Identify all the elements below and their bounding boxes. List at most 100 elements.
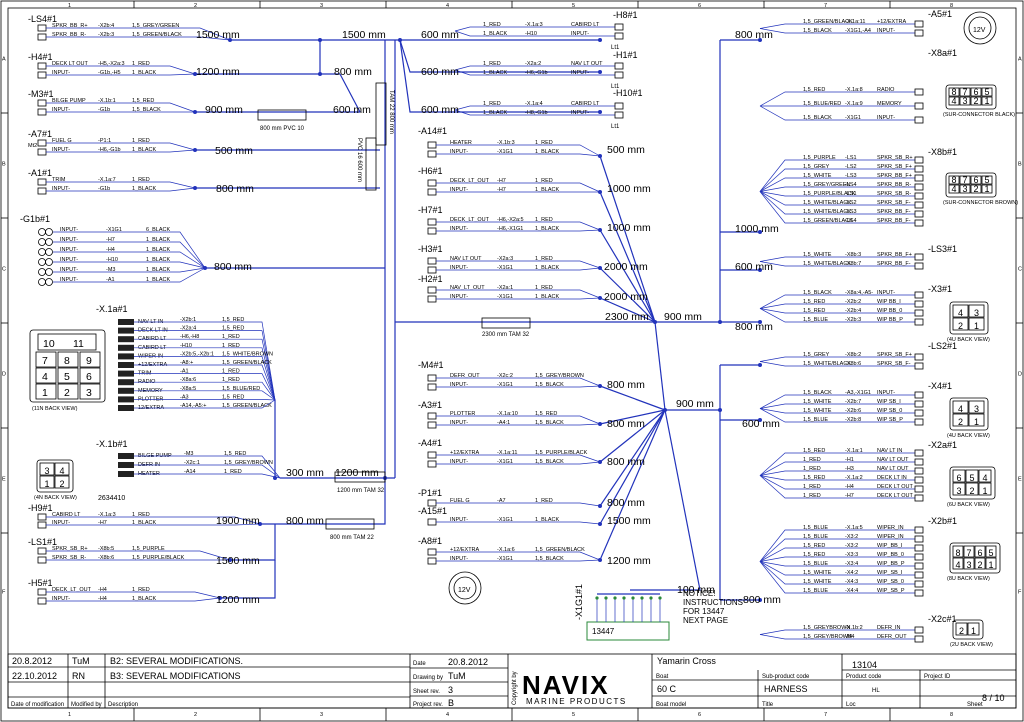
connector-cell xyxy=(965,469,979,483)
pin-code: -X4:4 xyxy=(845,588,858,594)
svg-text:Sheet: Sheet xyxy=(967,702,983,708)
connector-cell-number: 1 xyxy=(985,96,990,106)
pin-code: -A1 xyxy=(180,369,189,375)
pin-label: CABIRD LT xyxy=(571,101,600,107)
pin-code: -LS2 xyxy=(845,164,857,170)
trunk-segment xyxy=(599,267,656,323)
pin-code: -X8a:6 xyxy=(180,377,196,383)
svg-text:Description: Description xyxy=(108,702,138,708)
wire-color: 1_BLACK xyxy=(483,110,507,116)
pin-code: -X2b:8 xyxy=(845,417,861,423)
pin-label: +12/EXTRA xyxy=(877,19,907,25)
pin-label: SPKR_BB_R- xyxy=(52,32,86,38)
pin-label: SPKR_BB_F+ xyxy=(877,173,912,179)
svg-text:5: 5 xyxy=(64,371,70,383)
pin-code: -H4 xyxy=(98,596,107,602)
pin-terminal xyxy=(118,353,134,360)
pin-label: DECK LT OUT xyxy=(877,484,913,490)
socket-12v-icon: 12V xyxy=(448,571,482,605)
trunk-segment xyxy=(399,39,600,73)
connector-note: (SUR-CONNECTOR BROWN) xyxy=(943,200,1018,206)
pin-terminal xyxy=(914,201,924,209)
trunk-segment xyxy=(599,409,666,463)
pin-terminal xyxy=(914,318,924,326)
pin-label: SPKR_BB_R+ xyxy=(52,23,88,29)
wire-color: 1_RED xyxy=(535,285,553,291)
wire-color: 1_RED xyxy=(803,493,821,499)
length-label: 1200 mm xyxy=(196,66,240,78)
wire-color: 1,5_WHITE/BLACK xyxy=(803,261,851,267)
length-label: 800 mm xyxy=(334,66,372,78)
pin-label: WIPER_IN xyxy=(877,534,904,540)
lamp-type: Lt1 xyxy=(611,124,620,130)
pin-terminal xyxy=(914,183,924,191)
pin-label: INPUT- xyxy=(450,187,468,193)
pin-terminal xyxy=(37,547,47,555)
pin-code: -M4 xyxy=(845,634,854,640)
pin-label: INPUT- xyxy=(52,596,70,602)
svg-text:Sheet rev.: Sheet rev. xyxy=(413,689,440,695)
sleeve-tam22-vertical: TAM 22 800 mm xyxy=(375,82,394,146)
length-label: 600 mm xyxy=(421,66,459,78)
wire-color: 6_BLACK xyxy=(146,227,170,233)
pin-code: -X1G1 xyxy=(497,459,513,465)
svg-text:8: 8 xyxy=(64,355,70,367)
connector-face xyxy=(945,172,997,198)
connector-face xyxy=(949,542,1001,574)
component-ref: -X8a#1 xyxy=(928,48,957,58)
pin-label: DEFR_IN xyxy=(877,625,901,631)
pin-code: -LS1 xyxy=(845,191,857,197)
connector-cell-number: 1 xyxy=(974,321,979,331)
length-label: 600 mm xyxy=(742,418,780,430)
connector-cell xyxy=(968,317,985,331)
splice-node xyxy=(758,363,762,367)
wire-color: 1_BLACK xyxy=(483,31,507,37)
connector-cell xyxy=(974,545,986,558)
pin-code: -A7 xyxy=(497,498,506,504)
connector-cell xyxy=(967,622,980,636)
pin-terminal xyxy=(37,521,47,529)
length-label: 800 mm xyxy=(607,497,645,509)
pin-code: -H6,-X1G1 xyxy=(497,226,523,232)
component-ref: -H9#1 xyxy=(28,503,53,513)
component-ref: -X3#1 xyxy=(928,284,952,294)
col-marker: 2 xyxy=(194,712,197,718)
pin-label: INPUT- xyxy=(60,227,78,233)
pin-label: CABIRD LT xyxy=(52,512,81,518)
connector-face xyxy=(949,466,996,500)
pin-code: -X1G1 xyxy=(497,382,513,388)
ground-block-x1g1: 13447 -X1G1#1 xyxy=(574,584,670,641)
pin-label: FUEL G xyxy=(52,138,72,144)
pin-label: NAV LT OUT xyxy=(877,466,909,472)
component-ref: -M4#1 xyxy=(418,360,444,370)
component-ref: -H6#1 xyxy=(418,166,443,176)
col-marker: 3 xyxy=(320,712,323,718)
wire-color: 1,5_GREEN/BLACK xyxy=(222,360,272,366)
svg-text:Sub-product code: Sub-product code xyxy=(762,674,810,680)
pin-label: INPUT- xyxy=(52,520,70,526)
pin-code: -X.1a:2 xyxy=(845,475,863,481)
pin-terminal xyxy=(914,589,924,597)
splice-node xyxy=(758,230,762,234)
component-x8b: -X8b#1SPKR_SB_R+-LS11,5_PURPLESPKR_SB_F+… xyxy=(759,147,957,227)
pin-terminal xyxy=(614,62,624,70)
col-marker: 4 xyxy=(446,3,449,9)
col-marker: 5 xyxy=(572,3,575,9)
pin-terminal xyxy=(118,327,134,334)
pin-terminal xyxy=(427,548,437,556)
pin-label: DEFR_OUT xyxy=(450,373,480,379)
wire-color: 1_RED xyxy=(535,140,553,146)
svg-text:3: 3 xyxy=(448,685,453,695)
pin-terminal xyxy=(118,379,134,386)
wire-color: 1,5_GREEN/BLACK xyxy=(222,403,272,409)
pin-code: -H7 xyxy=(845,493,854,499)
connector-cell xyxy=(948,87,960,97)
ground-post xyxy=(640,596,644,600)
svg-text:B3: SEVERAL MODIFICATIONS: B3: SEVERAL MODIFICATIONS xyxy=(110,671,241,681)
